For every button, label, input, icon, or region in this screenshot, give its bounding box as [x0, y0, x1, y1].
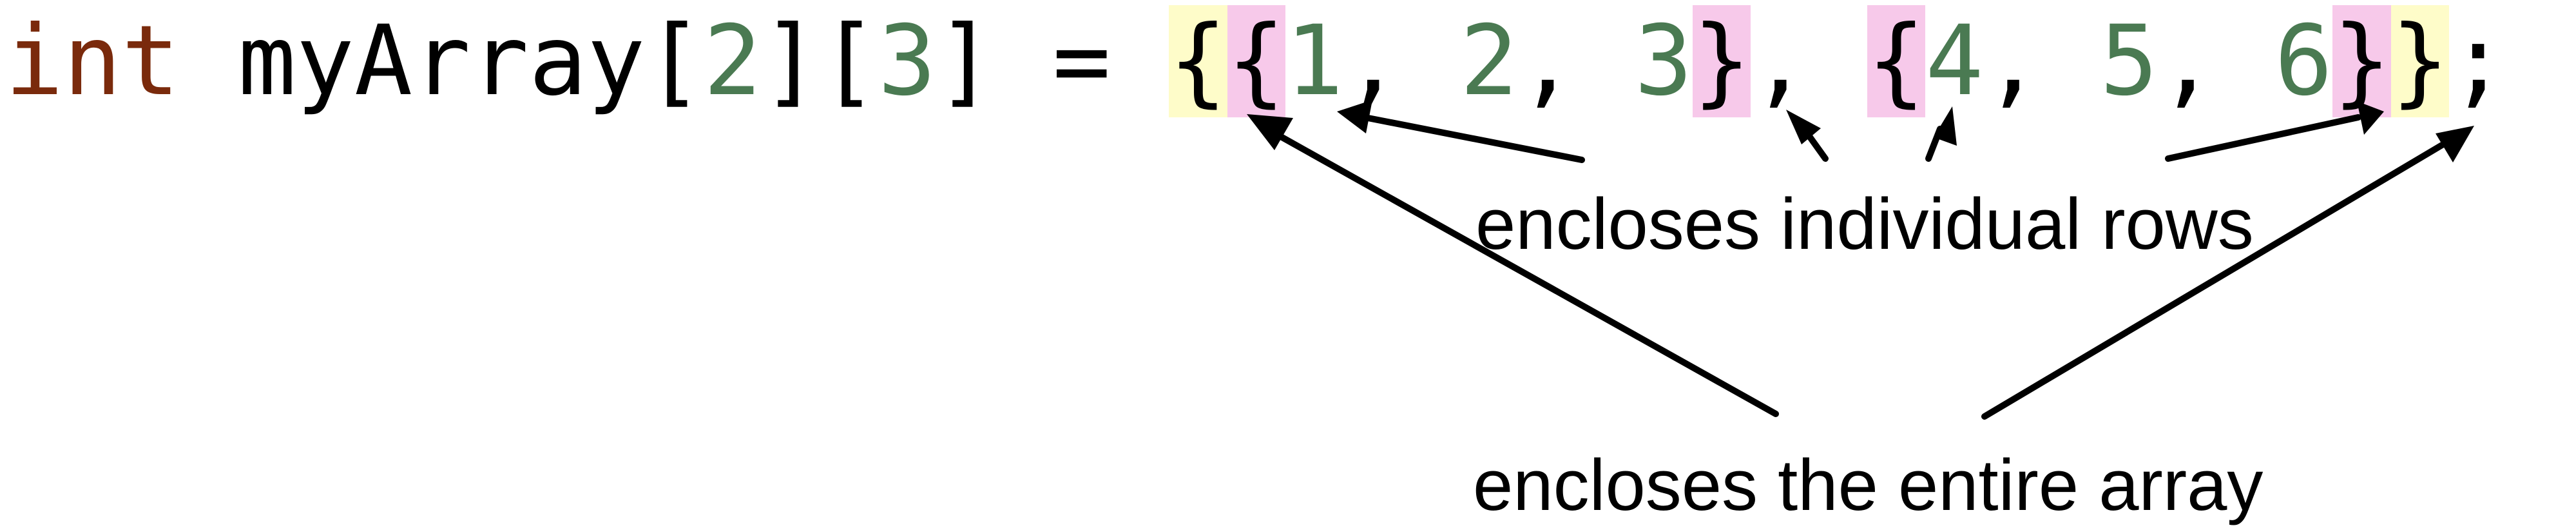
- code-line: int myArray[2][3] = {{1, 2, 3}, {4, 5, 6…: [5, 0, 2507, 122]
- array-annotation-label: encloses the entire array: [1473, 445, 2264, 525]
- row-brace: }: [2332, 5, 2391, 117]
- code-text: ,: [1751, 5, 1867, 117]
- array-brace: {: [1169, 5, 1227, 117]
- keyword-token: int: [5, 5, 180, 117]
- row-brace: {: [1867, 5, 1926, 117]
- code-text: ][: [762, 5, 878, 117]
- number-token: 2: [703, 5, 762, 117]
- array-brace: }: [2390, 5, 2450, 117]
- code-text: ] =: [936, 5, 1169, 117]
- row-brace: }: [1693, 5, 1751, 117]
- number-token: 5: [2100, 5, 2158, 117]
- code-text: ;: [2449, 5, 2508, 117]
- code-text: ,: [2158, 5, 2275, 117]
- row-brace: {: [1227, 5, 1285, 117]
- number-token: 4: [1925, 5, 1984, 117]
- arrow-to-array-close-brace: [1981, 126, 2474, 420]
- number-token: 1: [1285, 5, 1344, 117]
- code-text: myArray[: [179, 5, 704, 117]
- number-token: 3: [1634, 5, 1693, 117]
- number-token: 2: [1459, 5, 1519, 117]
- rows-annotation-label: encloses individual rows: [1475, 184, 2254, 264]
- number-token: 6: [2274, 5, 2333, 117]
- number-token: 3: [878, 5, 936, 117]
- code-text: ,: [1518, 5, 1635, 117]
- code-text: ,: [1983, 5, 2100, 117]
- code-text: ,: [1343, 5, 1460, 117]
